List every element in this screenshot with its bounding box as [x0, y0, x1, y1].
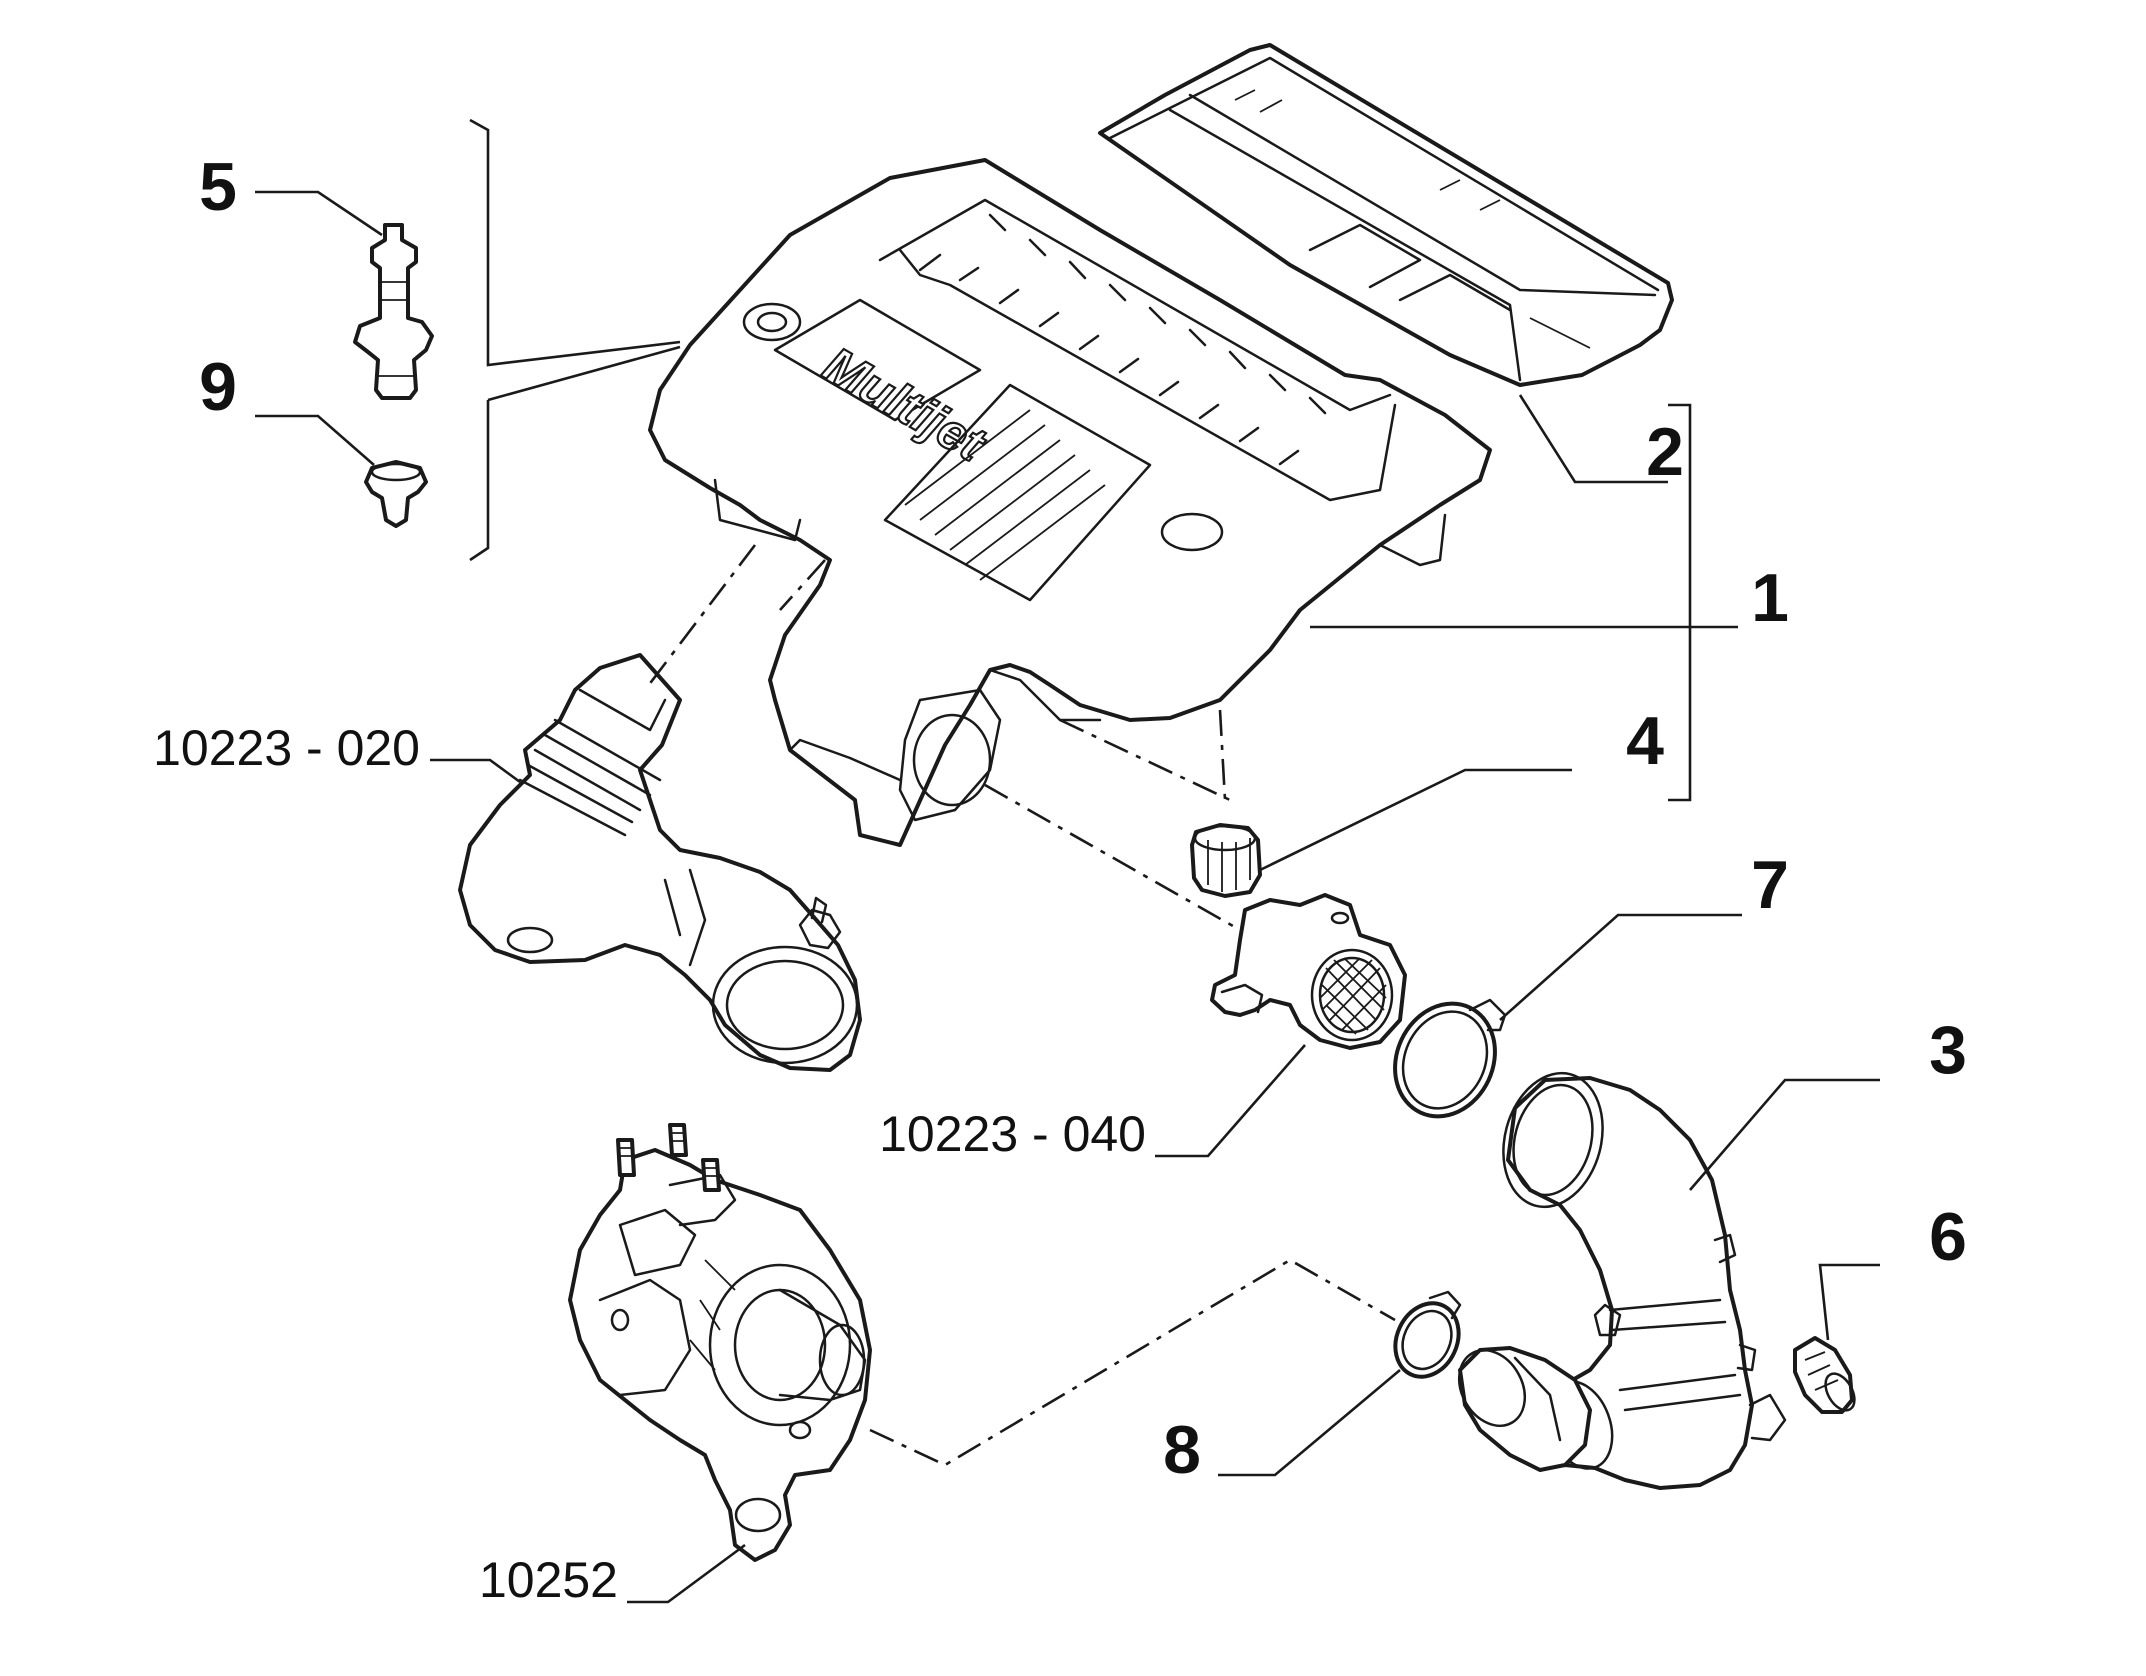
ref-10223-040: 10223 - 040 [879, 1106, 1146, 1162]
ref-10252: 10252 [479, 1552, 618, 1608]
turbocharger [568, 1123, 872, 1562]
callout-7: 7 [1751, 847, 1789, 923]
air-duct-hose [1457, 1071, 1787, 1490]
callout-1: 1 [1751, 560, 1789, 636]
engine-cover: Multijet [648, 158, 1492, 847]
leader-lines [255, 190, 1880, 1604]
callout-2: 2 [1646, 414, 1684, 490]
callout-3: 3 [1929, 1012, 1967, 1088]
air-mass-meter [1210, 893, 1407, 1050]
hose-clamp-small [1393, 1290, 1462, 1379]
group-bracket-5-9 [469, 118, 681, 562]
intake-bellows-hose [458, 653, 862, 1072]
air-filter-element [1098, 43, 1674, 387]
group-bracket-1-2-4 [1668, 403, 1692, 802]
ref-10223-020: 10223 - 020 [153, 720, 420, 776]
callout-9: 9 [199, 349, 237, 425]
callout-5: 5 [199, 149, 237, 225]
assembly-lines [643, 544, 1396, 1467]
rubber-grommet [1190, 823, 1262, 898]
callout-4: 4 [1626, 703, 1664, 779]
callout-6: 6 [1929, 1199, 1967, 1275]
small-grommet [364, 460, 428, 528]
sensor-cap [1793, 1336, 1856, 1414]
callout-8: 8 [1163, 1412, 1201, 1488]
mounting-stud [353, 223, 434, 400]
